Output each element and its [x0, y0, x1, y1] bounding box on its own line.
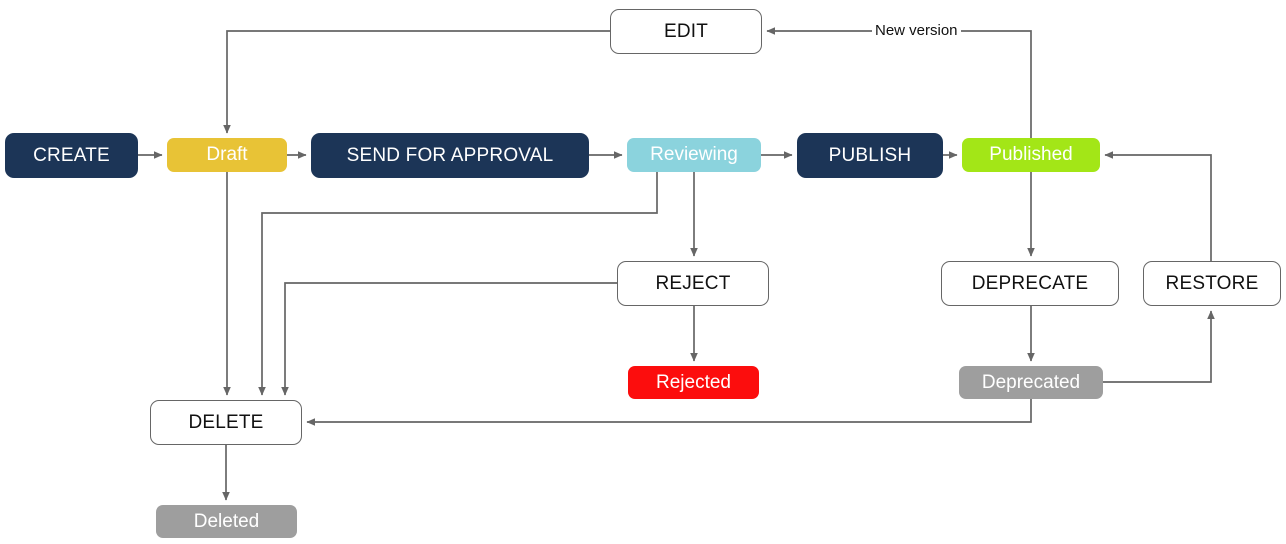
edge-deprecated-delete: [306, 399, 1032, 426]
node-deleted-label: Deleted: [193, 510, 260, 532]
edge-edit-draft: [223, 30, 610, 134]
node-reject-label: REJECT: [655, 272, 731, 294]
edge-restore-published: [1104, 151, 1212, 261]
node-delete[interactable]: DELETE: [150, 400, 302, 445]
edge-deprecated-restore: [1103, 310, 1215, 383]
node-send-for-approval[interactable]: SEND FOR APPROVAL: [311, 133, 589, 178]
node-reviewing-label: Reviewing: [650, 144, 738, 166]
node-edit[interactable]: EDIT: [610, 9, 762, 54]
node-publish[interactable]: PUBLISH: [797, 133, 943, 178]
node-send-for-approval-label: SEND FOR APPROVAL: [346, 144, 554, 166]
node-published[interactable]: Published: [962, 138, 1100, 172]
node-rejected-label: Rejected: [656, 371, 731, 393]
edge-label-new-version: New version: [872, 22, 961, 39]
node-draft[interactable]: Draft: [167, 138, 287, 172]
node-edit-label: EDIT: [663, 20, 709, 42]
node-draft-label: Draft: [206, 144, 248, 166]
node-deprecated[interactable]: Deprecated: [959, 366, 1103, 399]
node-published-label: Published: [989, 144, 1073, 166]
edge-published-edit: [766, 27, 1032, 138]
node-deprecated-label: Deprecated: [981, 371, 1081, 393]
edge-reject-delete: [281, 282, 617, 396]
node-restore-label: RESTORE: [1165, 272, 1259, 294]
node-deleted[interactable]: Deleted: [156, 505, 297, 538]
node-delete-label: DELETE: [188, 411, 264, 433]
node-deprecate-label: DEPRECATE: [971, 272, 1089, 294]
node-publish-label: PUBLISH: [828, 144, 912, 166]
node-create-label: CREATE: [33, 144, 110, 166]
node-restore[interactable]: RESTORE: [1143, 261, 1281, 306]
node-rejected[interactable]: Rejected: [628, 366, 759, 399]
node-deprecate[interactable]: DEPRECATE: [941, 261, 1119, 306]
node-create[interactable]: CREATE: [5, 133, 138, 178]
node-reject[interactable]: REJECT: [617, 261, 769, 306]
node-reviewing[interactable]: Reviewing: [627, 138, 761, 172]
edge-reviewing-delete: [258, 172, 658, 396]
